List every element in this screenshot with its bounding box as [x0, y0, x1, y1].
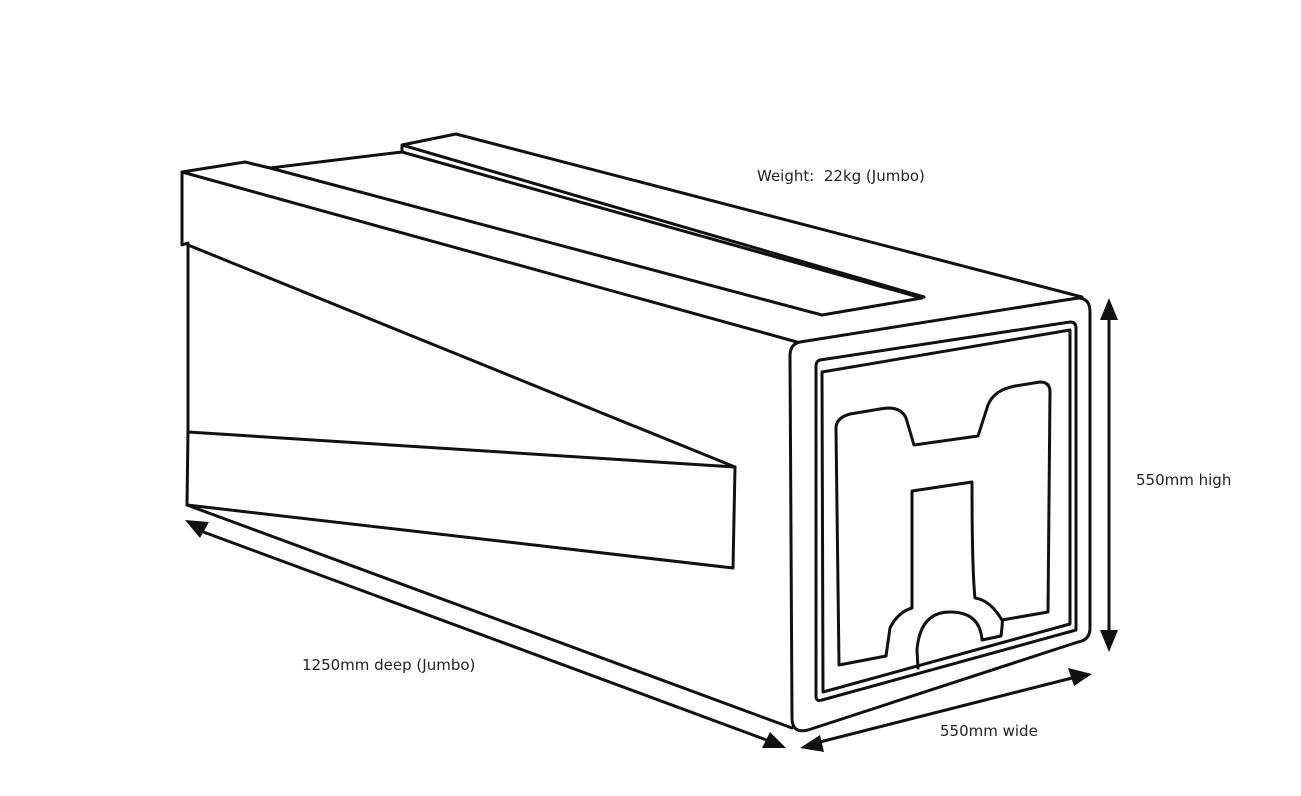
depth-label: 1250mm deep (Jumbo)	[302, 656, 476, 674]
lid	[180, 132, 1084, 469]
depth-arrow-line	[196, 528, 774, 744]
dimension-arrows	[185, 298, 1118, 752]
weight-value: 22kg (Jumbo)	[823, 167, 925, 185]
side-panel	[185, 243, 794, 730]
front-face	[788, 296, 1092, 733]
width-arrow-line	[810, 675, 1078, 746]
arrowhead-icon	[1068, 668, 1092, 686]
arrowhead-icon	[800, 735, 824, 752]
arrowhead-icon	[1100, 630, 1118, 652]
arrowhead-icon	[1100, 298, 1118, 320]
arrowhead-icon	[185, 520, 209, 538]
arrowhead-icon	[762, 732, 786, 748]
weight-prefix: Weight:	[757, 167, 815, 185]
weight-label: Weight: 22kg (Jumbo)	[757, 167, 925, 185]
width-label: 550mm wide	[940, 722, 1038, 740]
height-label: 550mm high	[1136, 471, 1232, 489]
